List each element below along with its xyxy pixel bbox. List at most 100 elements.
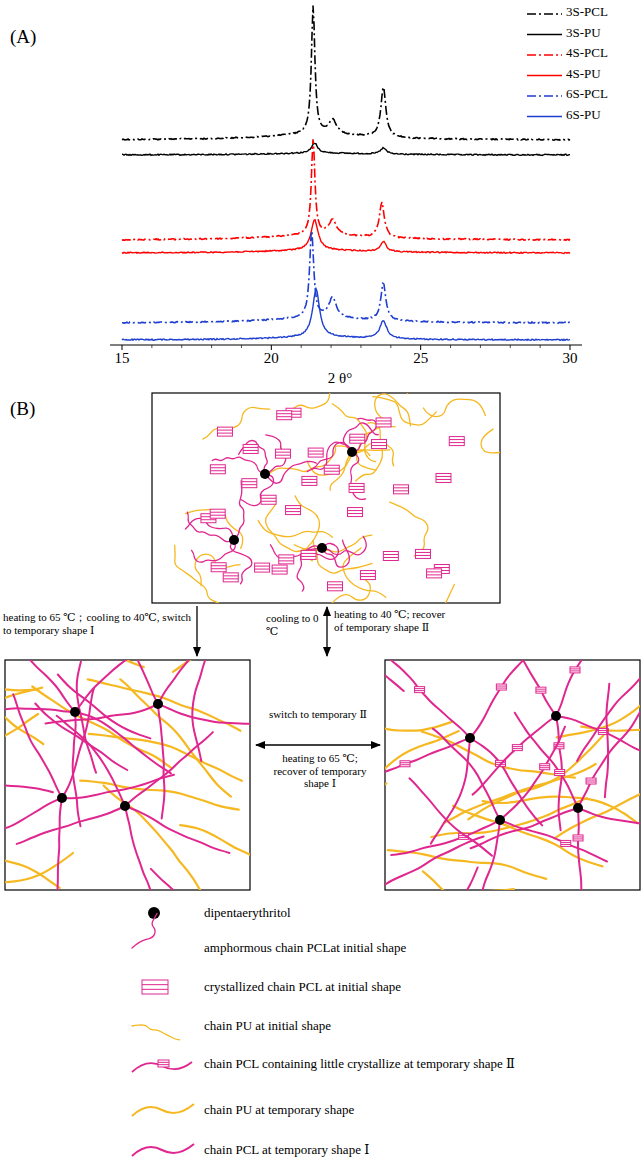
crystal-mark <box>540 764 550 770</box>
process-arrow <box>196 606 197 656</box>
crystal-line <box>570 670 580 671</box>
pu-chain <box>324 577 370 603</box>
crystal-mark <box>217 427 232 436</box>
pcl-chain <box>489 660 556 716</box>
crystal-line <box>327 587 342 588</box>
pcl-chain <box>56 798 62 890</box>
crystal-line <box>376 420 391 421</box>
crystal-mark <box>279 555 294 564</box>
pu-chain <box>266 499 307 552</box>
crystal-mark <box>360 571 375 580</box>
crystal-line <box>142 984 168 985</box>
crystal-line <box>211 568 226 569</box>
crystal-line <box>286 511 301 512</box>
legend-line-sample <box>527 95 562 97</box>
legend-pu-initial-sample <box>132 1025 180 1040</box>
crystal-line <box>496 686 506 687</box>
crystal-line <box>573 838 583 839</box>
crystal-mark <box>308 448 323 457</box>
crystal-line <box>308 451 323 452</box>
dipentaerythritol-dot <box>229 535 239 545</box>
pcl-chain <box>605 684 609 798</box>
pu-chain <box>385 889 514 890</box>
crystal-line <box>261 498 276 499</box>
crystal-line <box>496 688 506 689</box>
panel-label: (A) <box>10 26 60 48</box>
crystal-mark <box>142 980 168 994</box>
crystal-mark <box>255 563 270 572</box>
pcl-chain <box>125 806 157 890</box>
crystal-line <box>427 571 442 572</box>
minor-tick <box>331 345 332 348</box>
pcl-chain <box>500 727 565 820</box>
crystal-line <box>372 442 387 443</box>
pcl-chain <box>62 775 174 798</box>
crystal-line <box>415 688 425 689</box>
crystal-mark <box>400 761 410 767</box>
legend-pcl-temp1-sample <box>132 1144 194 1156</box>
pcl-chain <box>433 729 500 820</box>
legend-text: crystallized chain PCL at initial shape <box>204 980 640 995</box>
dipentaerythritol-dot <box>120 801 130 811</box>
pcl-chain <box>5 660 75 712</box>
x-axis <box>110 345 582 346</box>
crystal-mark <box>393 485 408 494</box>
axis-tick <box>420 345 421 350</box>
crystal-line <box>570 668 580 669</box>
pu-chain <box>356 423 383 481</box>
xrd-curve <box>122 289 570 341</box>
legend-line-sample <box>527 75 562 77</box>
minor-tick <box>181 345 182 348</box>
pcl-chain <box>125 806 230 853</box>
crystal-line <box>512 746 522 747</box>
pcl-chain <box>385 837 484 887</box>
crystal-line <box>383 554 398 555</box>
crystal-line <box>573 836 583 837</box>
crystal-mark <box>436 473 451 482</box>
step-label: heating to 65 ℃; recover of temporary sh… <box>270 752 370 790</box>
minor-tick <box>151 345 152 348</box>
crystal-mark <box>570 667 580 673</box>
crystal-line <box>210 467 225 468</box>
crystal-mark <box>327 582 342 591</box>
pu-chain <box>557 660 640 737</box>
crystal-line <box>201 519 216 520</box>
crystal-mark <box>586 778 596 784</box>
crystal-mark <box>211 563 226 572</box>
crystal-line <box>449 442 464 443</box>
dipentaerythritol-dot <box>317 543 327 553</box>
axis-tick <box>271 345 272 350</box>
pcl-chain <box>471 808 578 848</box>
dipentaerythritol-dot <box>573 803 583 813</box>
crystal-mark <box>324 465 339 474</box>
pu-chain <box>180 825 250 890</box>
pu-chain <box>445 764 596 822</box>
crystal-mark <box>301 550 316 559</box>
legend-dot-sample <box>148 907 160 919</box>
dipentaerythritol-dot <box>70 707 80 717</box>
crystal-line <box>415 552 430 553</box>
pu-chain <box>375 394 411 426</box>
crystal-line <box>376 423 391 424</box>
legend-text: chain PCL at temporary shape Ⅰ <box>204 1143 640 1158</box>
minor-tick <box>450 345 451 348</box>
legend-pu-temp-sample <box>132 1104 194 1116</box>
crystal-line <box>449 439 464 440</box>
minor-tick <box>390 345 391 348</box>
crystal-line <box>302 482 317 483</box>
crystal-mark <box>496 684 506 690</box>
crystal-line <box>243 447 258 448</box>
crystal-line <box>554 744 564 745</box>
crystal-mark <box>302 476 317 485</box>
legend-text: 6S-PU <box>566 108 642 123</box>
crystal-line <box>540 767 550 768</box>
crystal-mark <box>349 483 364 492</box>
pcl-chain <box>515 713 578 808</box>
pu-chain <box>555 772 641 838</box>
crystal-line <box>275 452 290 453</box>
pcl-chain <box>5 780 53 793</box>
minor-tick <box>480 345 481 348</box>
legend-text: 4S-PU <box>566 67 642 82</box>
crystal-line <box>210 515 225 516</box>
